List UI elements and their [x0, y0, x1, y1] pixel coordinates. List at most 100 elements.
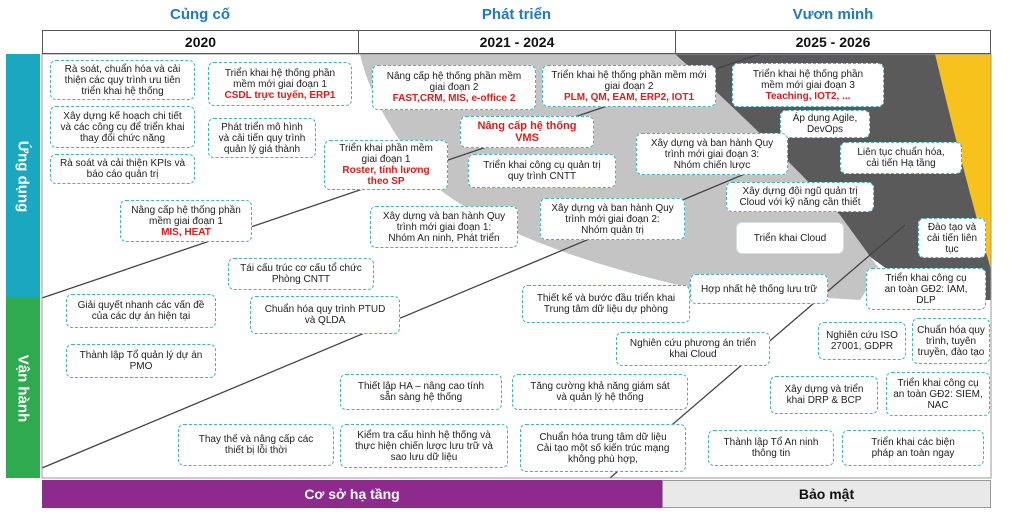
box-text-line: quản lý giá thành: [223, 143, 301, 155]
box-text-line: khai Cloud: [669, 349, 717, 360]
box-text-line: Nhóm chiến lược: [673, 159, 751, 171]
box-highlight-line: Teaching, IOT2, ...: [765, 90, 851, 102]
box-text-line: Phát triển mô hình: [221, 121, 303, 133]
box-highlight-line: PLM, QM, EAM, ERP2, IOT1: [563, 91, 694, 103]
box-text-line: và QLDA: [304, 315, 346, 326]
box-text-line: sẵn sàng hệ thống: [379, 392, 463, 403]
box-text-line: mềm mới giai đoạn 1: [233, 78, 327, 90]
diagram-frame: [41, 53, 992, 479]
box-text-line: quy trình CNTT: [507, 171, 577, 182]
box-text-line: và các công cụ để triển khai: [60, 121, 185, 133]
box-text-line: thay đổi chức năng: [79, 132, 166, 144]
box-text-line: triển khai hệ thống: [81, 85, 164, 97]
box-text-line: báo cáo quản trị: [86, 169, 159, 180]
box-highlight-line: Nâng cấp hệ thống: [477, 120, 577, 132]
year-header-2025-2026: 2025 - 2026: [675, 30, 991, 54]
roadmap-box: Áp dụng Agile,DevOps: [780, 110, 870, 138]
box-text-line: Thiết lập HA – nâng cao tính: [357, 381, 485, 392]
year-header-2021-2024: 2021 - 2024: [358, 30, 676, 54]
box-text-line: an toàn GĐ2: SIEM,: [893, 388, 983, 400]
box-text-line: trình mới giai đoạn 1:: [396, 221, 492, 233]
box-text-line: thực hiện chiến lược lưu trữ và: [355, 440, 493, 452]
side-label-van-hanh-text: Vận hành: [14, 354, 32, 422]
box-text-line: Rà soát, chuẩn hóa và cải: [64, 63, 181, 75]
box-text-line: giai đoạn 2: [429, 82, 479, 93]
box-text-line: mềm mới giai đoạn 3: [761, 79, 855, 91]
box-text-line: Nghiên cứu phương án triển: [629, 338, 757, 349]
box-text-line: Xây dựng và ban hành Quy: [382, 210, 506, 222]
box-text-line: an toàn GĐ2: IAM,: [884, 283, 968, 295]
box-text-line: trình mới giai đoạn 2:: [565, 213, 660, 225]
phase-heading-phat-trien: Phát triển: [481, 6, 552, 23]
phase-heading-cung-co: Củng cố: [170, 6, 230, 23]
box-text-line: NAC: [927, 399, 949, 411]
box-text-line: Tăng cường khả năng giám sát: [530, 381, 670, 392]
box-text-line: Thiết kế và bước đầu triển khai: [536, 293, 676, 304]
box-text-line: 27001, GDPR: [830, 341, 894, 352]
box-text-line: Triển khai công cụ: [897, 377, 979, 389]
box-text-line: Cloud với kỹ năng cần thiết: [739, 197, 861, 208]
box-text-line: Xây dựng và ban hành Quy: [650, 137, 774, 149]
phase-heading-vuon-minh: Vươn mình: [792, 6, 874, 23]
box-text-line: Phòng CNTT: [271, 274, 331, 285]
side-label-ung-dung: Ứng dụng: [6, 54, 40, 298]
side-label-ung-dung-text: Ứng dụng: [14, 140, 32, 212]
roadmap-box: Hợp nhất hệ thống lưu trữ: [690, 274, 828, 304]
box-text-line: thiện các quy trình ưu tiên: [64, 74, 181, 86]
box-text-line: thiết bị lỗi thời: [224, 445, 288, 456]
box-text-line: không phù hợp,: [568, 453, 638, 465]
box-text-line: Xây dựng và triển: [784, 384, 864, 395]
box-text-line: Chuẩn hóa trung tâm dữ liệu: [539, 431, 667, 443]
box-text-line: Triển khai hệ thống phần mềm mới: [551, 69, 707, 81]
box-highlight-line: MIS, HEAT: [161, 226, 211, 238]
box-text-line: tục: [945, 243, 959, 255]
box-highlight-line: CSDL trực tuyến, ERP1: [224, 89, 336, 101]
box-highlight-line: theo SP: [367, 176, 405, 187]
box-text-line: Giải quyết nhanh các vấn đề: [77, 300, 205, 311]
box-text-line: Chuẩn hóa quy trình PTUD: [264, 304, 386, 315]
box-text-line: Tái cấu trúc cơ cấu tổ chức: [240, 263, 362, 274]
box-text-line: Hợp nhất hệ thống lưu trữ: [700, 283, 818, 295]
box-text-line: Xây dựng kế hoạch chi tiết: [63, 110, 182, 122]
year-header-2020: 2020: [42, 30, 359, 54]
box-highlight-line: FAST,CRM, MIS, e-office 2: [392, 93, 516, 104]
box-text-line: Xây dựng và ban hành Quy: [551, 202, 674, 214]
side-label-van-hanh: Vận hành: [6, 298, 40, 478]
box-text-line: truyền, đào tạo: [917, 346, 985, 358]
box-text-line: cải tiến Hạ tầng: [866, 158, 936, 169]
box-text-line: Nâng cấp hệ thống phần: [131, 204, 241, 216]
box-text-line: Nhóm An ninh, Phát triển: [388, 232, 500, 244]
box-text-line: DLP: [916, 294, 936, 306]
box-text-line: PMO: [129, 361, 153, 372]
box-text-line: Nhóm quản trị: [581, 224, 644, 236]
box-text-line: Áp dụng Agile,: [792, 113, 858, 124]
box-text-line: khai DRP & BCP: [786, 395, 862, 406]
roadmap-box: Liên tục chuẩn hóa,cải tiến Hạ tầng: [840, 142, 962, 174]
box-text-line: Nâng cấp hệ thống phần mềm: [386, 71, 522, 82]
box-text-line: Liên tục chuẩn hóa,: [857, 147, 945, 158]
box-text-line: Thành lập Tổ quản lý dự án: [79, 350, 203, 361]
box-text-line: Kiểm tra cấu hình hệ thống và: [357, 429, 491, 441]
